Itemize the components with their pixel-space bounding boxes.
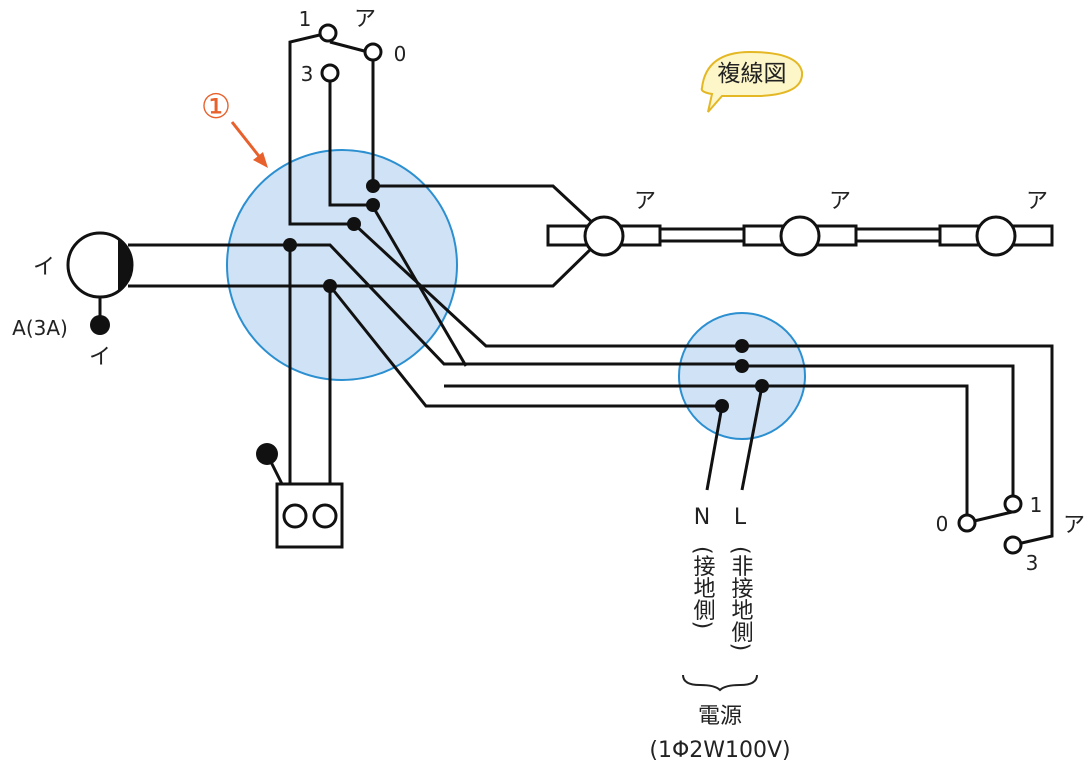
pilot-lamp: イ <box>33 231 134 299</box>
marker-arrow-head <box>253 152 268 168</box>
switch-terminal-0 <box>363 42 383 62</box>
node <box>347 217 361 231</box>
n-label: N <box>694 505 710 530</box>
brace <box>682 674 758 692</box>
breaker-label: A(3A) <box>12 316 68 340</box>
node <box>283 238 297 252</box>
node <box>323 279 337 293</box>
switch-terminal-0-label: 0 <box>394 42 407 66</box>
lamp: ア <box>546 189 662 257</box>
switch-terminal-3 <box>1003 535 1023 555</box>
breaker-dot <box>90 315 110 335</box>
outlet <box>256 443 344 549</box>
top-switch: 1 ア 0 3 <box>299 7 407 86</box>
switch-symbol: ア <box>354 7 376 32</box>
breaker-symbol: イ <box>89 345 111 370</box>
lamp-label: ア <box>1026 189 1048 214</box>
power-caption: 電源 <box>698 704 742 729</box>
lamp-label: ア <box>829 189 851 214</box>
node <box>366 179 380 193</box>
wires <box>98 31 1054 547</box>
node <box>715 399 729 413</box>
node <box>735 339 749 353</box>
switch-terminal-3-label: 3 <box>1026 551 1039 575</box>
switch-terminal-3 <box>320 63 340 83</box>
node <box>366 198 380 212</box>
outlet-hole-left <box>282 503 308 529</box>
lamp-label: ア <box>634 189 656 214</box>
switch-terminal-1 <box>318 23 338 43</box>
marker-label: ① <box>201 87 231 127</box>
breaker: A(3A) イ <box>12 315 111 370</box>
junction-box-2 <box>678 312 806 440</box>
connection-nodes <box>283 179 769 413</box>
node <box>755 379 769 393</box>
l-label: L <box>734 505 747 530</box>
switch-terminal-1 <box>1003 494 1023 514</box>
lamp: ア <box>742 189 858 257</box>
lamp-row: ア ア ア <box>546 189 1054 257</box>
bottom-switch: 0 1 ア 3 <box>936 493 1085 575</box>
switch-terminal-3-label: 3 <box>301 62 314 86</box>
pilot-symbol: イ <box>33 255 55 280</box>
diagram-title: 複線図 <box>718 61 787 87</box>
switch-terminal-1-label: 1 <box>299 7 312 31</box>
switch-terminal-1-label: 1 <box>1030 493 1043 517</box>
marker-1: ① <box>201 87 268 168</box>
lamp: ア <box>938 189 1054 257</box>
switch-terminal-0-label: 0 <box>936 512 949 536</box>
title-bubble: 複線図 <box>700 50 804 113</box>
outlet-hole-right <box>312 503 338 529</box>
ground-terminal <box>256 443 278 465</box>
n-note: (接地側) <box>690 546 716 629</box>
node <box>735 359 749 373</box>
pilot-lamp-half <box>118 239 132 291</box>
switch-terminal-0 <box>957 513 977 533</box>
junction-box-1 <box>226 149 458 381</box>
power-spec: (1Φ2W100V) <box>649 738 790 763</box>
power-source: N (接地側) L (非接地側) 電源 (1Φ2W100V) <box>649 505 790 763</box>
pilot-lamp-body <box>66 231 134 299</box>
l-note: (非接地側) <box>728 546 754 651</box>
switch-symbol: ア <box>1063 513 1085 538</box>
